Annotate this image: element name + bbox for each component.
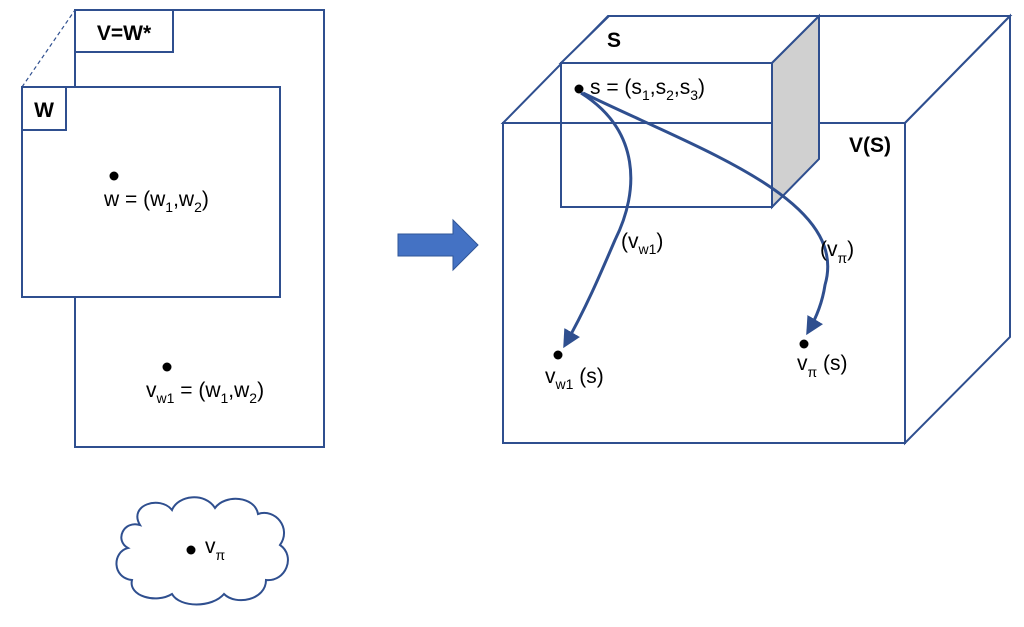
arrow-vw1 <box>563 91 633 349</box>
outer-cube-label: V(S) <box>849 134 891 157</box>
point-s-dot <box>574 84 584 94</box>
inner-box-s: S s = (s1,s2,s3) <box>558 13 822 210</box>
back-panel-label-box <box>74 9 174 53</box>
back-panel-label: V=W* <box>97 22 152 45</box>
point-vw1s-dot <box>553 350 563 360</box>
arrow-vw1-label: (vw1) <box>621 230 663 257</box>
transform-arrow <box>397 218 479 272</box>
point-vw1-dot <box>162 362 172 372</box>
point-w-dot <box>109 171 119 181</box>
outer-cube-front <box>502 122 906 444</box>
arrow-vpi <box>582 91 829 336</box>
front-panel-label: W <box>34 99 54 122</box>
arrow-vpi-label: (vπ) <box>820 238 854 266</box>
cloud-shape: vπ <box>115 496 289 606</box>
cloud-outline <box>115 496 289 606</box>
point-vw1s-label: vw1 (s) <box>545 365 604 392</box>
outer-cube-vs: V(S) <box>500 13 1013 446</box>
point-vw1-label: vw1 = (w1,w2) <box>146 379 264 406</box>
inner-box-front <box>560 62 773 208</box>
point-s-label: s = (s1,s2,s3) <box>590 76 705 103</box>
point-vpis-dot <box>799 339 809 349</box>
cloud-vpi-label: vπ <box>205 535 226 563</box>
point-w-label: w = (w1,w2) <box>103 188 209 215</box>
left-panels: V=W* W w = (w1,w2) vw1 = (w1,w2) <box>21 9 325 448</box>
point-vpis-label: vπ (s) <box>797 352 848 380</box>
cloud-vpi-dot <box>186 545 196 555</box>
front-panel-label-box <box>21 86 67 131</box>
inner-box-label: S <box>607 29 621 52</box>
perspective-line-left <box>21 9 76 88</box>
